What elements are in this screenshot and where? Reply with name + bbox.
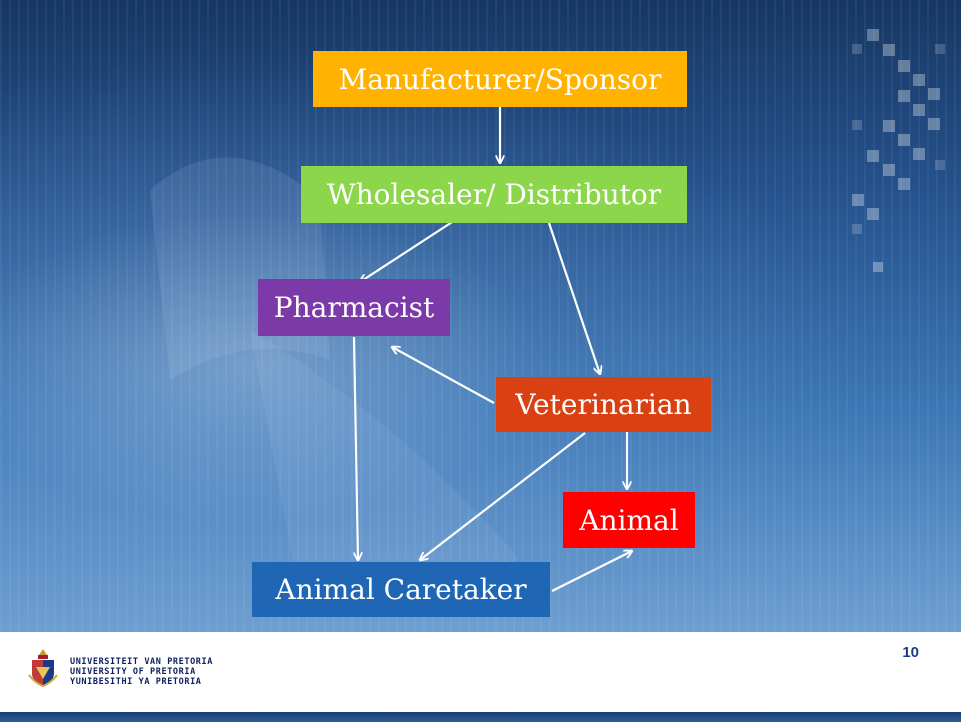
- university-crest-icon: [28, 649, 58, 687]
- arrow-veterinarian-to-caretaker: [420, 432, 586, 560]
- arrow-wholesaler-to-veterinarian: [547, 222, 600, 374]
- node-animal-caretaker: Animal Caretaker: [252, 562, 550, 617]
- arrow-wholesaler-to-pharmacist: [360, 212, 467, 282]
- slide-stage: Manufacturer/Sponsor Wholesaler/ Distrib…: [0, 0, 961, 632]
- node-wholesaler-distributor: Wholesaler/ Distributor: [301, 166, 687, 223]
- node-veterinarian: Veterinarian: [496, 377, 711, 432]
- background-decoration: [0, 0, 961, 632]
- bottom-bar: [0, 712, 961, 722]
- slide-number: 10: [902, 644, 919, 661]
- node-pharmacist: Pharmacist: [258, 279, 450, 336]
- arrow-pharmacist-to-caretaker: [352, 336, 358, 560]
- arrow-caretaker-to-animal: [551, 551, 632, 592]
- footer: UNIVERSITEIT VAN PRETORIA UNIVERSITY OF …: [0, 632, 961, 712]
- diagram-arrows: [352, 155, 961, 592]
- university-name-sepedi: YUNIBESITHI YA PRETORIA: [70, 677, 202, 687]
- university-name: UNIVERSITEIT VAN PRETORIA UNIVERSITY OF …: [70, 657, 213, 687]
- university-name-english: UNIVERSITY OF PRETORIA: [70, 667, 196, 677]
- node-animal: Animal: [563, 492, 695, 548]
- university-name-afrikaans: UNIVERSITEIT VAN PRETORIA: [70, 657, 213, 667]
- arrow-veterinarian-to-pharmacist: [392, 347, 495, 404]
- node-manufacturer-sponsor: Manufacturer/Sponsor: [313, 51, 687, 107]
